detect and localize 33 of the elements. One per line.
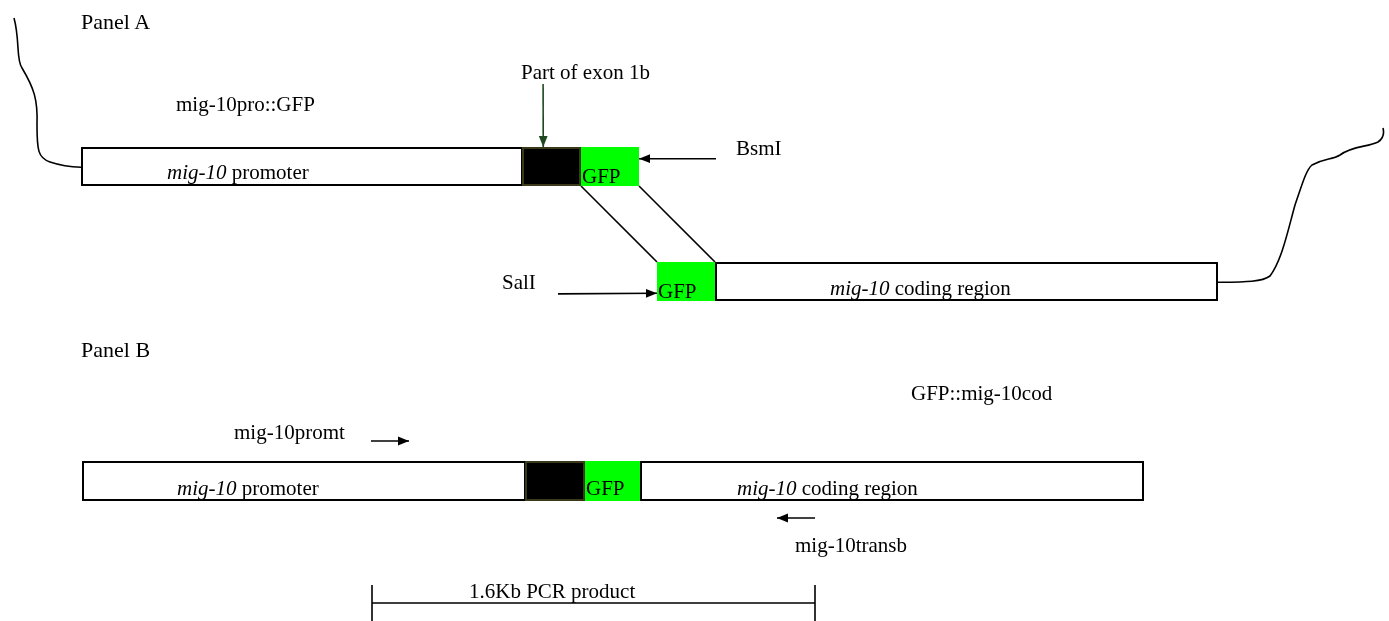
panel-label: Panel B xyxy=(81,338,151,362)
exon-segment xyxy=(525,461,585,501)
connector-line xyxy=(638,185,716,263)
segment-label: mig-10 promoter xyxy=(177,477,319,499)
arrow xyxy=(538,83,548,148)
connector-line xyxy=(580,185,658,263)
construct-label: mig-10pro::GFP xyxy=(176,92,315,116)
gfp-segment xyxy=(657,262,715,301)
annotation-label: Part of exon 1b xyxy=(521,60,691,84)
segment-label: GFP xyxy=(582,165,621,187)
primer-label: mig-10promt xyxy=(234,420,345,444)
product-size-label: 1.6Kb PCR product xyxy=(469,579,636,603)
segment-label: mig-10 coding region xyxy=(737,477,918,499)
backbone-line xyxy=(1217,127,1385,284)
promoter-segment xyxy=(82,461,526,501)
exon-segment xyxy=(522,147,581,186)
construct-label: GFP::mig-10cod xyxy=(911,381,1053,405)
gfp-segment xyxy=(581,147,639,186)
backbone-line xyxy=(13,17,82,169)
segment-label: GFP xyxy=(658,280,697,302)
coding-region-segment xyxy=(715,262,1218,301)
panel-label: Panel A xyxy=(81,10,151,34)
primer-label: mig-10transb xyxy=(795,533,907,557)
arrow xyxy=(638,154,717,164)
gfp-segment xyxy=(585,461,641,501)
promoter-segment xyxy=(81,147,523,186)
coding-region-segment xyxy=(640,461,1144,501)
segment-label: GFP xyxy=(586,477,625,499)
arrow xyxy=(557,288,658,298)
restriction-site-label: SalI xyxy=(502,270,558,296)
segment-label: mig-10 coding region xyxy=(830,277,1011,299)
segment-label: mig-10 promoter xyxy=(167,161,309,183)
restriction-site-label: BsmI xyxy=(716,136,796,160)
